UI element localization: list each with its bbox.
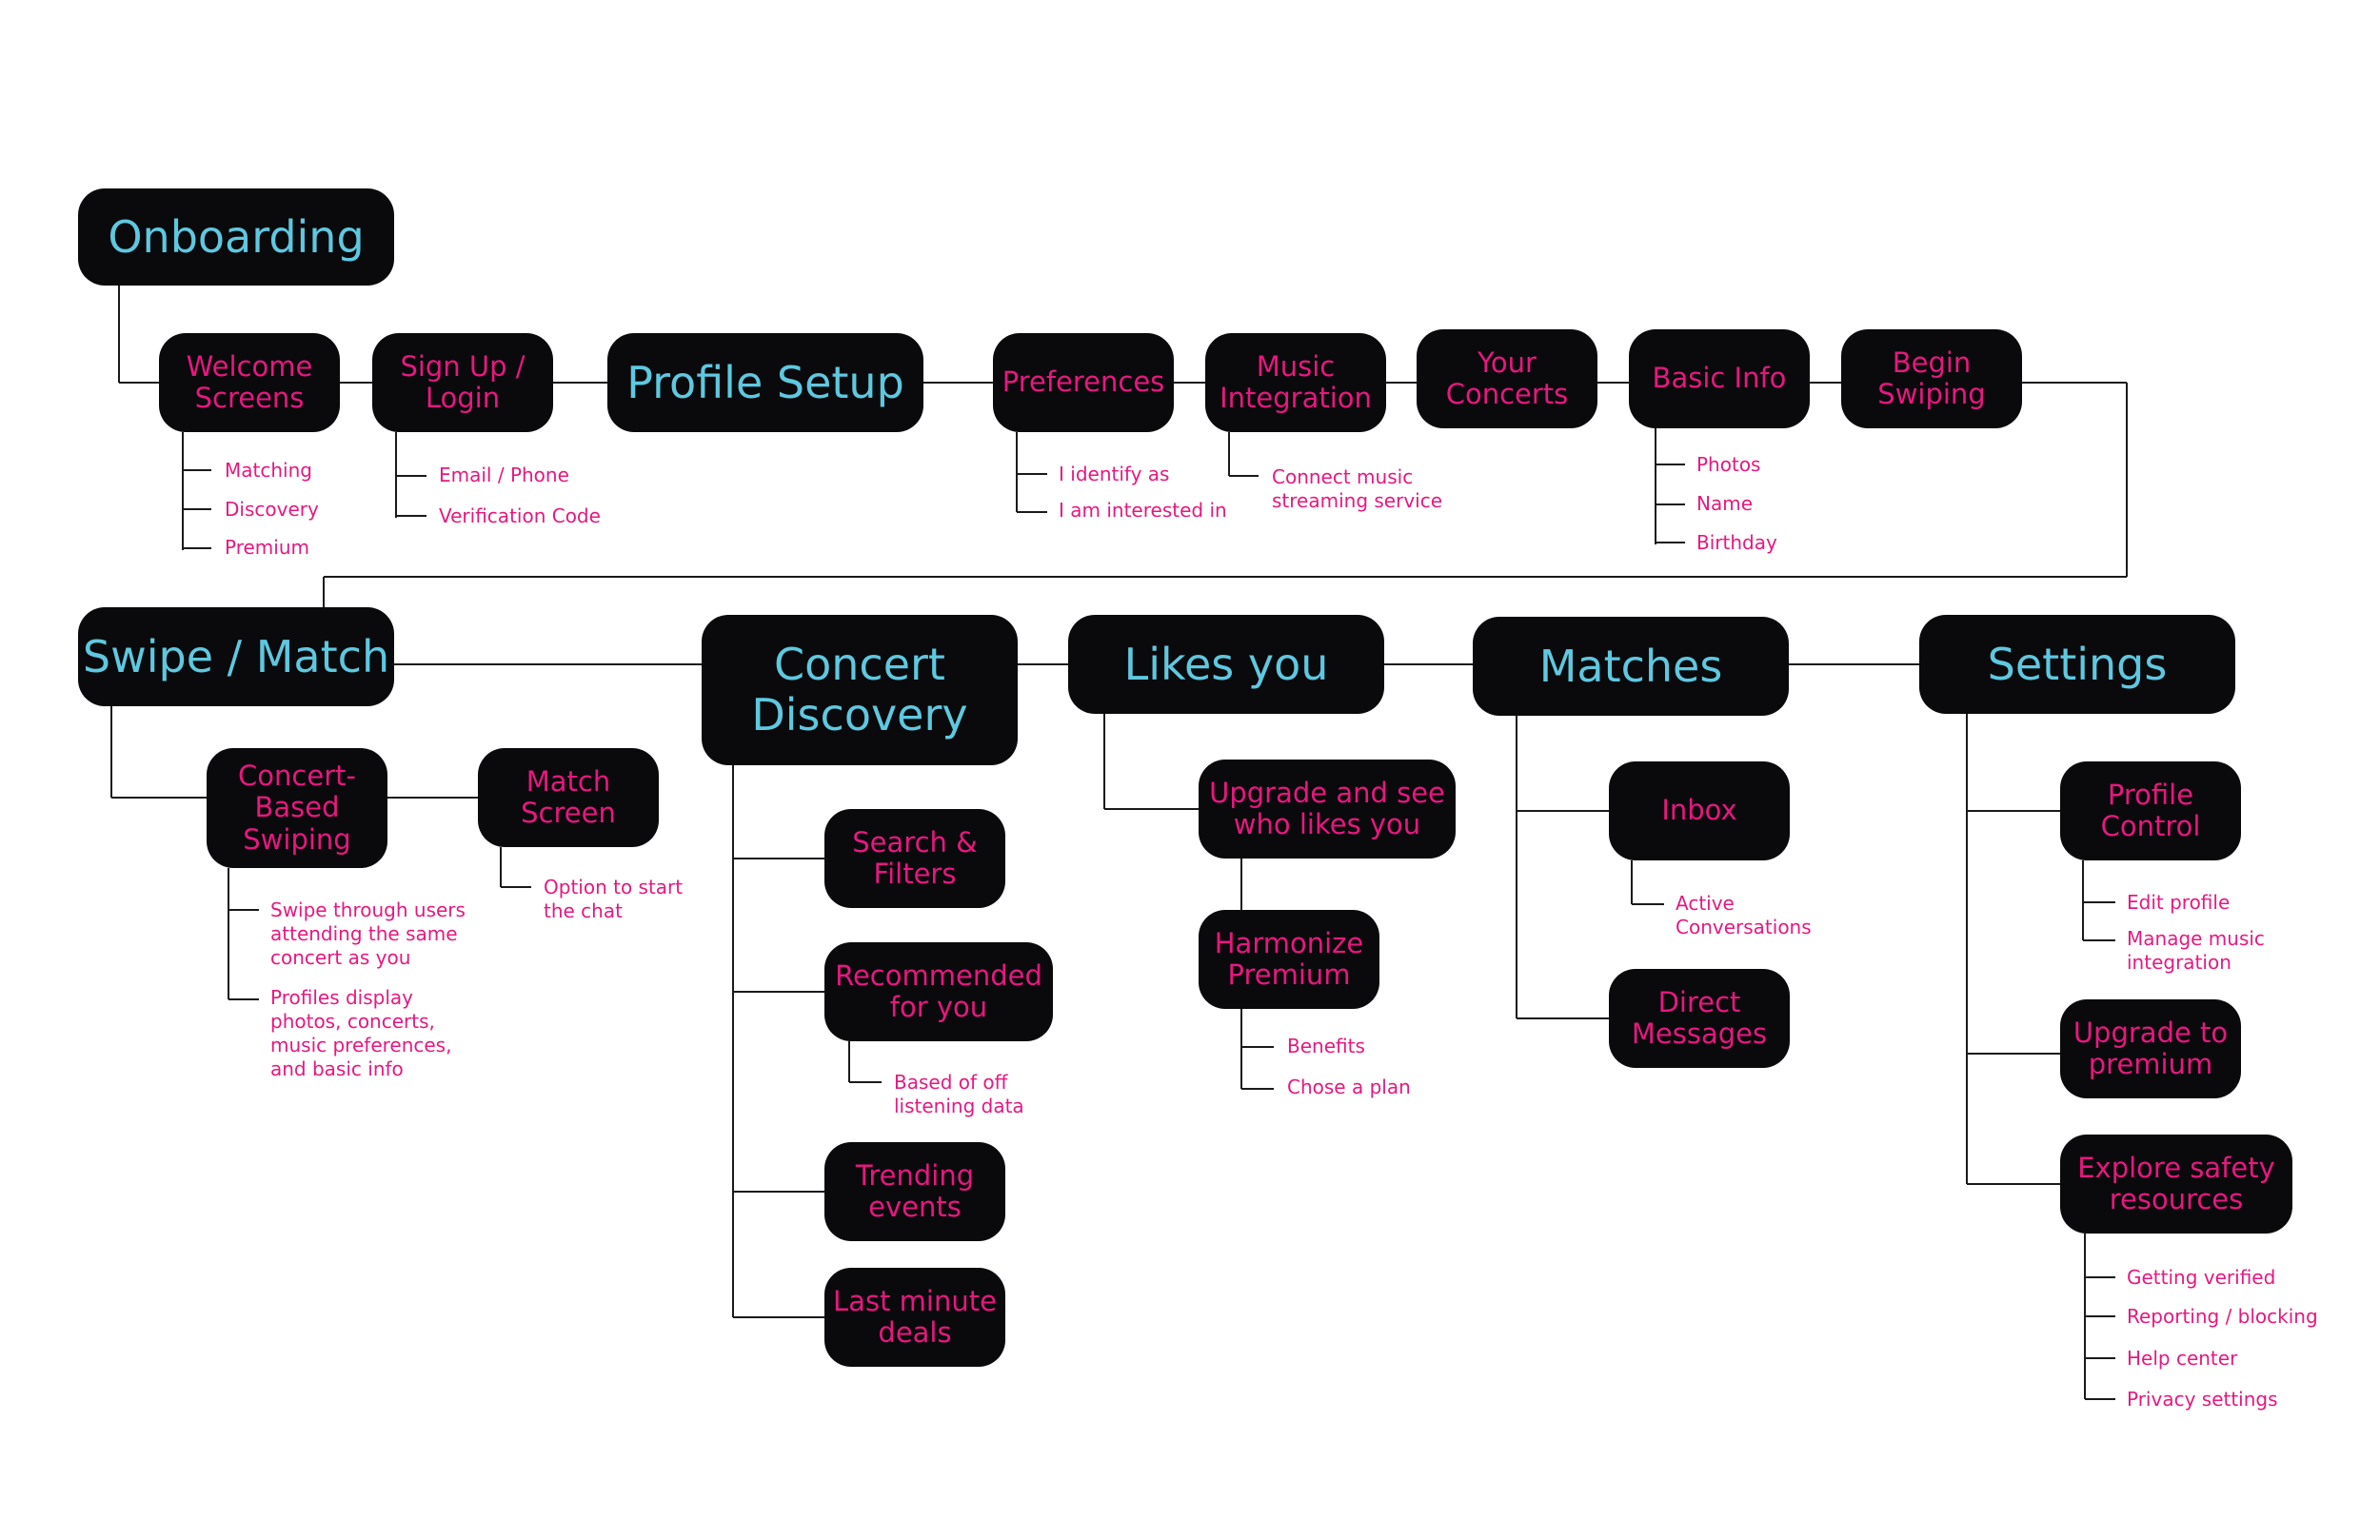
leaf-premium: Premium	[225, 536, 309, 559]
leaf-photos: Photos	[1696, 453, 1761, 476]
onboarding-node: Onboarding	[78, 188, 394, 286]
leaf-reporting-blocking: Reporting / blocking	[2127, 1305, 2318, 1328]
leaf-privacy-settings: Privacy settings	[2127, 1388, 2278, 1411]
harmonize-premium-node: Harmonize Premium	[1199, 910, 1379, 1009]
leaf-birthday: Birthday	[1696, 531, 1777, 554]
profile-setup-node: Profile Setup	[607, 333, 923, 432]
upgrade-to-premium-node: Upgrade to premium	[2060, 999, 2241, 1098]
search-filters-node: Search & Filters	[824, 809, 1005, 908]
leaf-getting-verified: Getting verified	[2127, 1266, 2276, 1289]
leaf-profiles-display: Profiles display photos, concerts, music…	[270, 986, 452, 1080]
match-screen-node: Match Screen	[478, 748, 659, 847]
leaf-connect-music: Connect music streaming service	[1272, 465, 1443, 512]
leaf-verification-code: Verification Code	[439, 504, 601, 527]
leaf-swipe-through-users: Swipe through users attending the same c…	[270, 898, 466, 969]
matches-node: Matches	[1473, 617, 1789, 716]
leaf-edit-profile: Edit profile	[2127, 891, 2231, 914]
leaf-active-conversations: Active Conversations	[1676, 892, 1812, 938]
concert-discovery-node: Concert Discovery	[702, 615, 1018, 765]
explore-safety-node: Explore safety resources	[2060, 1135, 2292, 1234]
preferences-node: Preferences	[993, 333, 1174, 432]
leaf-based-of-off-listening: Based of off listening data	[894, 1071, 1024, 1117]
welcome-screens-node: Welcome Screens	[159, 333, 340, 432]
music-integration-node: Music Integration	[1205, 333, 1386, 432]
basic-info-node: Basic Info	[1629, 329, 1810, 428]
leaf-chose-a-plan: Chose a plan	[1287, 1076, 1411, 1098]
leaf-help-center: Help center	[2127, 1347, 2238, 1370]
swipe-match-node: Swipe / Match	[78, 607, 394, 706]
leaf-name: Name	[1696, 492, 1754, 515]
trending-events-node: Trending events	[824, 1142, 1005, 1241]
upgrade-see-likes-node: Upgrade and see who likes you	[1199, 760, 1456, 859]
leaf-email-phone: Email / Phone	[439, 464, 569, 486]
leaf-benefits: Benefits	[1287, 1035, 1365, 1057]
begin-swiping-node: Begin Swiping	[1841, 329, 2022, 428]
settings-node: Settings	[1919, 615, 2235, 714]
leaf-manage-music-integration: Manage music integration	[2127, 927, 2265, 974]
leaf-i-identify-as: I identify as	[1059, 463, 1170, 485]
leaf-matching: Matching	[225, 459, 312, 482]
last-minute-deals-node: Last minute deals	[824, 1268, 1005, 1367]
leaf-i-am-interested-in: I am interested in	[1059, 499, 1227, 522]
sign-up-login-node: Sign Up / Login	[372, 333, 553, 432]
recommended-node: Recommended for you	[824, 942, 1053, 1041]
your-concerts-node: Your Concerts	[1417, 329, 1597, 428]
inbox-node: Inbox	[1609, 761, 1790, 860]
leaf-discovery: Discovery	[225, 498, 319, 521]
leaf-option-to-start-chat: Option to start the chat	[544, 876, 684, 922]
likes-you-node: Likes you	[1068, 615, 1384, 714]
profile-control-node: Profile Control	[2060, 761, 2241, 860]
direct-messages-node: Direct Messages	[1609, 969, 1790, 1068]
concert-based-swiping-node: Concert- Based Swiping	[207, 748, 387, 868]
